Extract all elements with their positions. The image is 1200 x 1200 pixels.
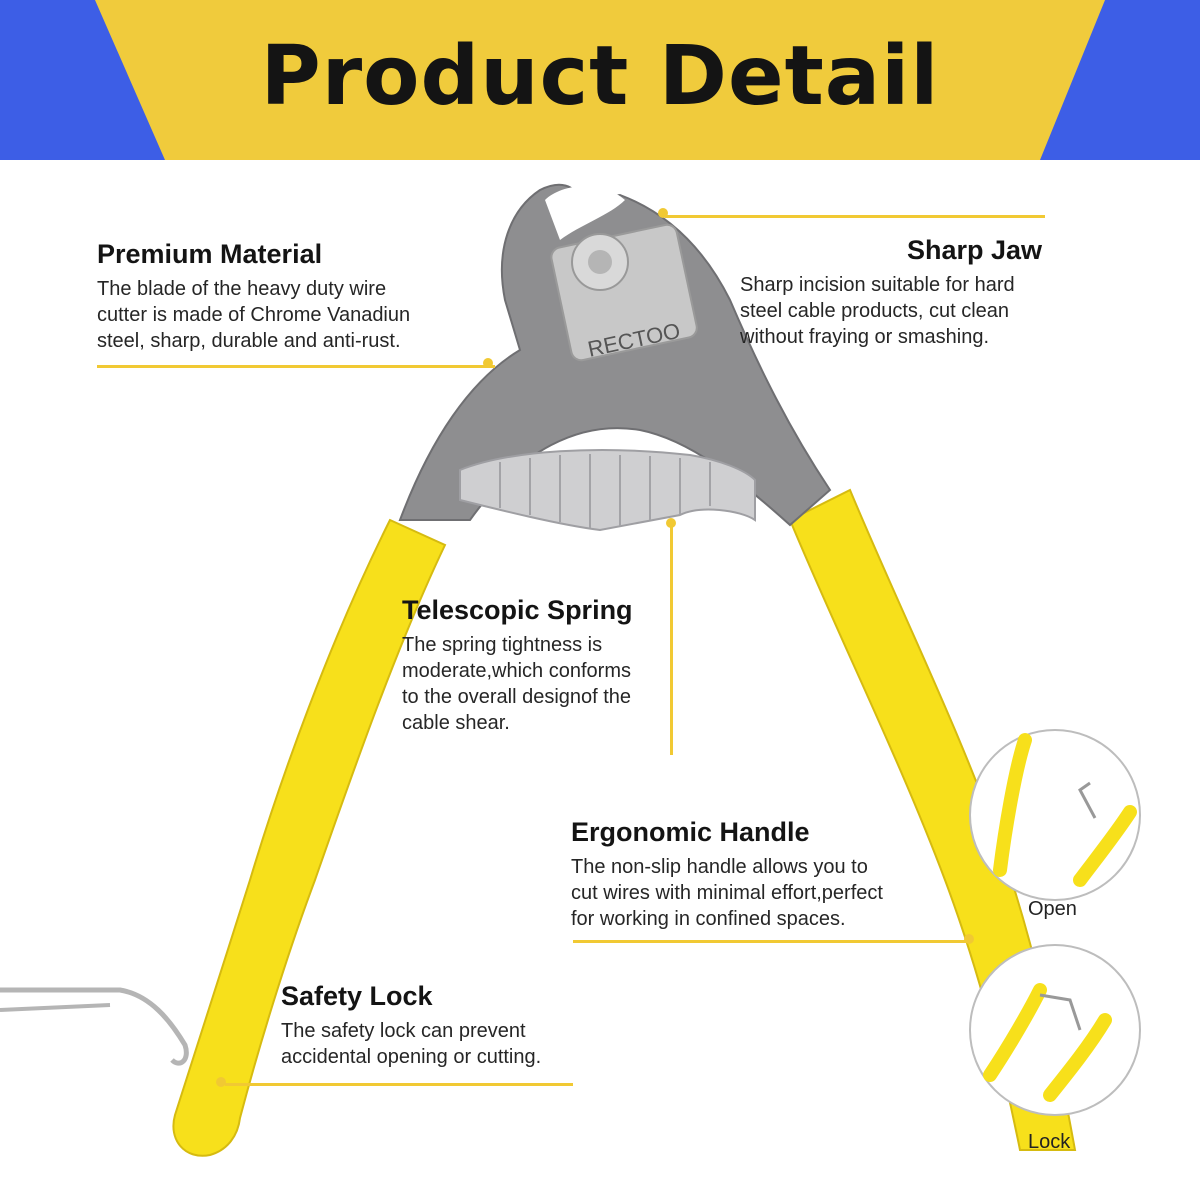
callout-text: The non-slip handle allows you to cut wi… bbox=[571, 856, 883, 930]
leader-sharp-jaw bbox=[665, 215, 1045, 218]
callout-title: Ergonomic Handle bbox=[571, 817, 810, 847]
banner-background bbox=[0, 0, 1200, 160]
left-handle bbox=[172, 518, 447, 1157]
callout-text: The blade of the heavy duty wire cutter … bbox=[97, 278, 411, 352]
jaw-cutout bbox=[545, 186, 625, 240]
jaw-plate: RECTOO bbox=[550, 223, 698, 362]
telescopic-spring bbox=[459, 449, 756, 532]
callout-premium-material: Premium Material The blade of the heavy … bbox=[97, 238, 497, 354]
leader-dot-sharp-jaw bbox=[658, 208, 668, 218]
callout-title: Sharp Jaw bbox=[906, 235, 1042, 265]
callout-text: Sharp incision suitable for hard steel c… bbox=[740, 274, 1015, 348]
inset-lock bbox=[969, 944, 1141, 1116]
header-banner: Product Detail bbox=[0, 0, 1200, 160]
callout-safety-lock: Safety Lock The safety lock can prevent … bbox=[281, 980, 601, 1070]
callout-title: Safety Lock bbox=[281, 981, 433, 1011]
inset-open bbox=[969, 729, 1141, 901]
leader-premium-material bbox=[97, 365, 495, 368]
leader-safety-lock bbox=[225, 1083, 573, 1086]
steel-body bbox=[398, 183, 832, 527]
callout-text: The spring tightness is moderate,which c… bbox=[402, 634, 632, 734]
callout-telescopic-spring: Telescopic Spring The spring tightness i… bbox=[402, 594, 692, 736]
inset-lock-label: Lock bbox=[1028, 1131, 1071, 1153]
leader-dot-premium-material bbox=[483, 358, 493, 368]
callout-ergonomic-handle: Ergonomic Handle The non-slip handle all… bbox=[571, 816, 941, 932]
callout-text: The safety lock can prevent accidental o… bbox=[281, 1020, 542, 1068]
safety-lock-wire bbox=[0, 987, 189, 1066]
inset-open-label: Open bbox=[1028, 898, 1077, 920]
leader-dot-ergonomic-handle bbox=[964, 934, 974, 944]
page-title: Product Detail bbox=[260, 29, 940, 124]
leader-telescopic-spring bbox=[670, 525, 673, 755]
leader-ergonomic-handle bbox=[573, 940, 970, 943]
callout-sharp-jaw: Sharp Jaw Sharp incision suitable for ha… bbox=[740, 234, 1060, 350]
callout-title: Premium Material bbox=[97, 239, 323, 269]
leader-dot-safety-lock bbox=[216, 1077, 226, 1087]
callout-title: Telescopic Spring bbox=[402, 595, 633, 625]
leader-dot-telescopic-spring bbox=[666, 518, 676, 528]
